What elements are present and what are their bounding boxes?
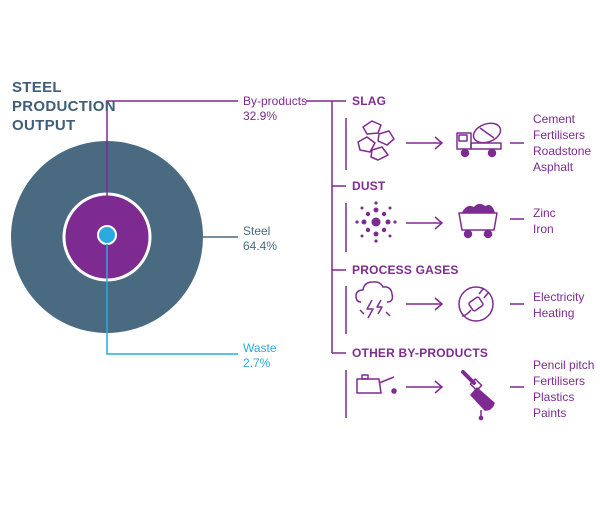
use-item: Paints	[533, 406, 567, 420]
ore-cart-icon	[458, 204, 498, 239]
waste-label: Waste 2.7%	[243, 341, 277, 371]
title-line-1: STEEL	[12, 79, 62, 96]
dust-uses: Zinc Iron	[533, 205, 556, 237]
steel-name: Steel	[243, 224, 271, 238]
storm-cloud-icon	[355, 281, 394, 319]
byproducts-label: By-products 32.9%	[243, 94, 307, 124]
byproducts-leader-line	[106, 100, 238, 196]
use-item: Plastics	[533, 390, 575, 404]
slag-uses: Cement Fertilisers Roadstone Asphalt	[533, 111, 591, 175]
power-plug-icon	[458, 286, 494, 322]
byproducts-value: 32.9%	[243, 109, 278, 123]
waste-value: 2.7%	[243, 356, 271, 370]
arrow-gases	[406, 297, 444, 311]
steel-label: Steel 64.4%	[243, 224, 277, 254]
steel-value: 64.4%	[243, 239, 278, 253]
title-line-3: OUTPUT	[12, 117, 76, 134]
gases-uses: Electricity Heating	[533, 289, 584, 321]
waste-name: Waste	[243, 341, 277, 355]
use-item: Pencil pitch	[533, 358, 595, 372]
dust-particles-icon	[355, 201, 397, 243]
use-item: Cement	[533, 112, 576, 126]
arrows	[406, 136, 444, 394]
category-process-gases: PROCESS GASES	[352, 263, 459, 277]
use-item: Heating	[533, 306, 575, 320]
waste-dot	[97, 225, 117, 245]
paint-brush-icon	[461, 370, 495, 421]
oil-can-icon	[356, 374, 397, 394]
use-item: Roadstone	[533, 144, 592, 158]
rock-pieces-icon	[357, 120, 395, 161]
waste-leader-line	[106, 244, 238, 355]
cement-mixer-truck-icon	[456, 122, 502, 158]
page-title: STEEL PRODUCTION OUTPUT	[12, 78, 116, 135]
title-line-2: PRODUCTION	[12, 98, 116, 115]
use-dashes	[510, 142, 524, 388]
use-item: Fertilisers	[533, 374, 586, 388]
use-item: Fertilisers	[533, 128, 586, 142]
byproducts-name: By-products	[243, 94, 308, 108]
category-other-byproducts: OTHER BY-PRODUCTS	[352, 346, 489, 360]
use-item: Iron	[533, 222, 554, 236]
use-item: Zinc	[533, 206, 556, 220]
category-tree	[331, 100, 347, 418]
arrow-slag	[406, 136, 444, 150]
use-item: Electricity	[533, 290, 585, 304]
other-uses: Pencil pitch Fertilisers Plastics Paints	[533, 357, 594, 421]
use-item: Asphalt	[533, 160, 574, 174]
category-slag: SLAG	[352, 94, 387, 108]
arrow-other	[406, 380, 444, 394]
arrow-dust	[406, 216, 444, 230]
category-dust: DUST	[352, 179, 386, 193]
